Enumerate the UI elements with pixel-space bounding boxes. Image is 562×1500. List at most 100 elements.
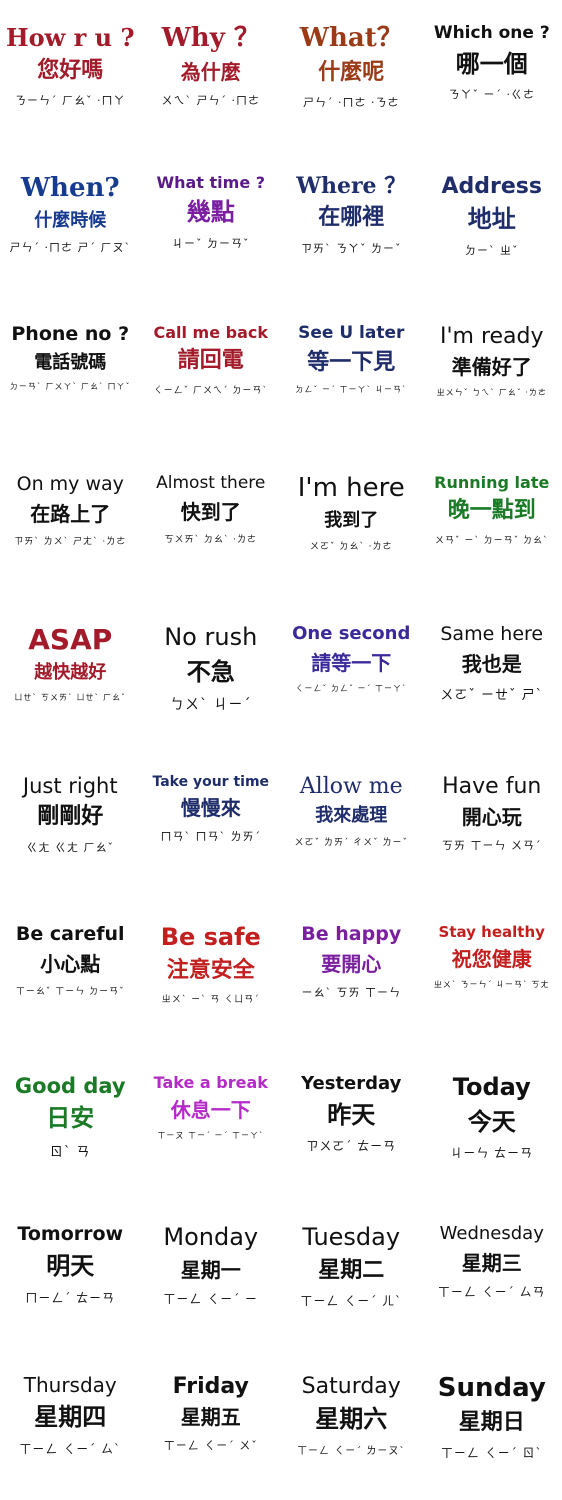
sticker-cell[interactable]: Almost there 快到了 ㄎㄨㄞˋ ㄉㄠˋ ·ㄌㄜ — [141, 450, 282, 600]
sticker-cell[interactable]: Yesterday 昨天 ㄗㄨㄛˊ ㄊㄧㄢ — [281, 1050, 422, 1200]
chinese-phrase: 剛剛好 — [37, 804, 104, 830]
english-phrase: Sunday — [437, 1373, 546, 1403]
bopomofo: ㄓㄨˋ ㄧˋ ㄢ ㄑㄩㄢˊ — [161, 994, 260, 1005]
bopomofo: ㄖˋ ㄢ — [49, 1144, 91, 1160]
chinese-phrase: 請回電 — [177, 348, 244, 374]
chinese-phrase: 慢慢來 — [180, 796, 241, 821]
english-phrase: See U later — [298, 323, 405, 343]
sticker-cell[interactable]: Good day 日安 ㄖˋ ㄢ — [0, 1050, 141, 1200]
sticker-cell[interactable]: Tomorrow 明天 ㄇㄧㄥˊ ㄊㄧㄢ — [0, 1200, 141, 1350]
chinese-phrase: 今天 — [467, 1107, 516, 1136]
sticker-cell[interactable]: Running late 晚一點到 ㄨㄢˇ ㄧˋ ㄉㄧㄢˇ ㄉㄠˋ — [422, 450, 562, 600]
chinese-phrase: 星期六 — [315, 1405, 388, 1434]
bopomofo: ㄐㄧㄣ ㄊㄧㄢ — [450, 1146, 534, 1161]
sticker-cell[interactable]: Monday 星期一 ㄒㄧㄥ ㄑㄧˊ ㄧ — [141, 1200, 282, 1350]
bopomofo: ㄎㄨㄞˋ ㄉㄠˋ ·ㄌㄜ — [164, 534, 258, 545]
sticker-cell[interactable]: Thursday 星期四 ㄒㄧㄥ ㄑㄧˊ ㄙˋ — [0, 1350, 141, 1500]
chinese-phrase: 在路上了 — [30, 501, 111, 526]
english-phrase: I'm ready — [439, 324, 544, 349]
sticker-cell[interactable]: When? 什麼時候 ㄕㄣˊ ·ㄇㄜ ㄕˊ ㄏㄡˋ — [0, 150, 141, 300]
sticker-cell[interactable]: Be safe 注意安全 ㄓㄨˋ ㄧˋ ㄢ ㄑㄩㄢˊ — [141, 900, 282, 1050]
english-phrase: Call me back — [153, 323, 269, 342]
bopomofo: ㄎㄞ ㄒㄧㄣ ㄨㄢˊ — [442, 839, 542, 853]
english-phrase: Take a break — [153, 1073, 268, 1092]
sticker-cell[interactable]: Why ？ 為什麼 ㄨㄟˋ ㄕㄣˊ ·ㄇㄜ — [141, 0, 282, 150]
bopomofo: ㄋㄧㄣˊ ㄏㄠˇ ·ㄇㄚ — [15, 93, 126, 107]
english-phrase: Phone no ? — [11, 323, 130, 345]
sticker-cell[interactable]: Which one ? 哪一個 ㄋㄚˇ ㄧˊ ·ㄍㄜ — [422, 0, 562, 150]
sticker-cell[interactable]: Where ？ 在哪裡 ㄗㄞˋ ㄋㄚˇ ㄌㄧˇ — [281, 150, 422, 300]
sticker-cell[interactable]: Take a break 休息一下 ㄒㄧㄡ ㄒㄧˊ ㄧˊ ㄒㄧㄚˋ — [141, 1050, 282, 1200]
sticker-cell[interactable]: Friday 星期五 ㄒㄧㄥ ㄑㄧˊ ㄨˇ — [141, 1350, 282, 1500]
chinese-phrase: 幾點 — [186, 198, 235, 227]
sticker-cell[interactable]: Phone no ? 電話號碼 ㄉㄧㄢˋ ㄏㄨㄚˋ ㄏㄠˋ ㄇㄚˇ — [0, 300, 141, 450]
bopomofo: ㄗㄞˋ ㄋㄚˇ ㄌㄧˇ — [301, 241, 402, 255]
english-phrase: Monday — [163, 1223, 259, 1251]
english-phrase: Be happy — [301, 923, 402, 945]
bopomofo: ㄒㄧㄠˇ ㄒㄧㄣ ㄉㄧㄢˇ — [15, 986, 125, 997]
english-phrase: Thursday — [23, 1373, 117, 1397]
bopomofo: ㄇㄧㄥˊ ㄊㄧㄢ — [25, 1290, 116, 1305]
bopomofo: ㄑㄧㄥˇ ㄏㄨㄟˊ ㄉㄧㄢˋ — [153, 385, 268, 396]
sticker-cell[interactable]: Saturday 星期六 ㄒㄧㄥ ㄑㄧˊ ㄌㄧㄡˋ — [281, 1350, 422, 1500]
sticker-cell[interactable]: Be happy 要開心 ㄧㄠˋ ㄎㄞ ㄒㄧㄣ — [281, 900, 422, 1050]
english-phrase: Good day — [14, 1074, 126, 1098]
bopomofo: ㄅㄨˋ ㄐㄧˊ — [170, 697, 252, 714]
bopomofo: ㄒㄧㄡ ㄒㄧˊ ㄧˊ ㄒㄧㄚˋ — [157, 1131, 265, 1141]
bopomofo: ㄩㄝˋ ㄎㄨㄞˋ ㄩㄝˋ ㄏㄠˇ — [14, 692, 127, 702]
bopomofo: ㄉㄥˇ ㄧˊ ㄒㄧㄚˋ ㄐㄧㄢˋ — [295, 384, 408, 394]
sticker-cell[interactable]: ASAP 越快越好 ㄩㄝˋ ㄎㄨㄞˋ ㄩㄝˋ ㄏㄠˇ — [0, 600, 141, 750]
chinese-phrase: 注意安全 — [166, 957, 255, 983]
bopomofo: ㄓㄨˋ ㄋㄧㄣˊ ㄐㄧㄢˋ ㄎㄤ — [433, 980, 550, 990]
bopomofo: ㄒㄧㄥ ㄑㄧˊ ㄦˋ — [300, 1293, 403, 1308]
sticker-cell[interactable]: One second 請等一下 ㄑㄧㄥˇ ㄉㄥˇ ㄧˊ ㄒㄧㄚˋ — [281, 600, 422, 750]
english-phrase: Wednesday — [439, 1223, 544, 1244]
english-phrase: Same here — [440, 623, 544, 645]
bopomofo: ㄒㄧㄥ ㄑㄧˊ ㄧ — [163, 1291, 259, 1306]
english-phrase: I'm here — [297, 473, 405, 503]
english-phrase: Running late — [434, 473, 550, 492]
chinese-phrase: 我來處理 — [315, 805, 388, 827]
english-phrase: Which one ? — [433, 23, 550, 43]
sticker-cell[interactable]: Stay healthy 祝您健康 ㄓㄨˋ ㄋㄧㄣˊ ㄐㄧㄢˋ ㄎㄤ — [422, 900, 562, 1050]
sticker-cell[interactable]: See U later 等一下見 ㄉㄥˇ ㄧˊ ㄒㄧㄚˋ ㄐㄧㄢˋ — [281, 300, 422, 450]
sticker-cell[interactable]: Address 地址 ㄉㄧˋ ㄓˇ — [422, 150, 562, 300]
english-phrase: Yesterday — [301, 1073, 402, 1094]
english-phrase: When? — [20, 173, 120, 203]
sticker-cell[interactable]: What time ? 幾點 ㄐㄧˇ ㄉㄧㄢˇ — [141, 150, 282, 300]
sticker-cell[interactable]: What？ 什麼呢 ㄕㄣˊ ·ㄇㄜ ·ㄋㄜ — [281, 0, 422, 150]
chinese-phrase: 我也是 — [461, 651, 522, 676]
sticker-cell[interactable]: Have fun 開心玩 ㄎㄞ ㄒㄧㄣ ㄨㄢˊ — [422, 750, 562, 900]
bopomofo: ㄒㄧㄥ ㄑㄧˊ ㄨˇ — [163, 1439, 258, 1453]
bopomofo: ㄍㄤ ㄍㄤ ㄏㄠˇ — [26, 840, 114, 854]
english-phrase: No rush — [164, 623, 258, 651]
sticker-cell[interactable]: I'm ready 準備好了 ㄓㄨㄣˇ ㄅㄟˋ ㄏㄠˇ ·ㄌㄜ — [422, 300, 562, 450]
sticker-cell[interactable]: Be careful 小心點 ㄒㄧㄠˇ ㄒㄧㄣ ㄉㄧㄢˇ — [0, 900, 141, 1050]
english-phrase: What time ? — [156, 173, 266, 192]
sticker-cell[interactable]: How r u ? 您好嗎 ㄋㄧㄣˊ ㄏㄠˇ ·ㄇㄚ — [0, 0, 141, 150]
sticker-cell[interactable]: On my way 在路上了 ㄗㄞˋ ㄌㄨˋ ㄕㄤˋ ·ㄌㄜ — [0, 450, 141, 600]
chinese-phrase: 準備好了 — [451, 355, 532, 380]
sticker-cell[interactable]: I'm here 我到了 ㄨㄛˇ ㄉㄠˋ ·ㄌㄜ — [281, 450, 422, 600]
chinese-phrase: 哪一個 — [455, 49, 528, 78]
english-phrase: ASAP — [28, 623, 113, 656]
sticker-cell[interactable]: Today 今天 ㄐㄧㄣ ㄊㄧㄢ — [422, 1050, 562, 1200]
sticker-cell[interactable]: Allow me 我來處理 ㄨㄛˇ ㄌㄞˊ ㄔㄨˇ ㄌㄧˇ — [281, 750, 422, 900]
chinese-phrase: 小心點 — [40, 951, 101, 976]
sticker-cell[interactable]: Sunday 星期日 ㄒㄧㄥ ㄑㄧˊ ㄖˋ — [422, 1350, 562, 1500]
sticker-cell[interactable]: Take your time 慢慢來 ㄇㄢˋ ㄇㄢˋ ㄌㄞˊ — [141, 750, 282, 900]
english-phrase: Today — [452, 1073, 531, 1101]
sticker-cell[interactable]: No rush 不急 ㄅㄨˋ ㄐㄧˊ — [141, 600, 282, 750]
chinese-phrase: 在哪裡 — [318, 205, 385, 231]
sticker-cell[interactable]: Wednesday 星期三 ㄒㄧㄥ ㄑㄧˊ ㄙㄢ — [422, 1200, 562, 1350]
chinese-phrase: 開心玩 — [461, 805, 522, 830]
sticker-cell[interactable]: Call me back 請回電 ㄑㄧㄥˇ ㄏㄨㄟˊ ㄉㄧㄢˋ — [141, 300, 282, 450]
sticker-cell[interactable]: Just right 剛剛好 ㄍㄤ ㄍㄤ ㄏㄠˇ — [0, 750, 141, 900]
chinese-phrase: 晚一點到 — [447, 498, 536, 524]
sticker-cell[interactable]: Same here 我也是 ㄨㄛˇ ㄧㄝˇ ㄕˋ — [422, 600, 562, 750]
bopomofo: ㄕㄣˊ ·ㄇㄜ ·ㄋㄜ — [303, 96, 400, 110]
english-phrase: Be careful — [15, 923, 125, 945]
english-phrase: Friday — [172, 1374, 249, 1399]
sticker-cell[interactable]: Tuesday 星期二 ㄒㄧㄥ ㄑㄧˊ ㄦˋ — [281, 1200, 422, 1350]
bopomofo: ㄉㄧㄢˋ ㄏㄨㄚˋ ㄏㄠˋ ㄇㄚˇ — [9, 382, 131, 392]
